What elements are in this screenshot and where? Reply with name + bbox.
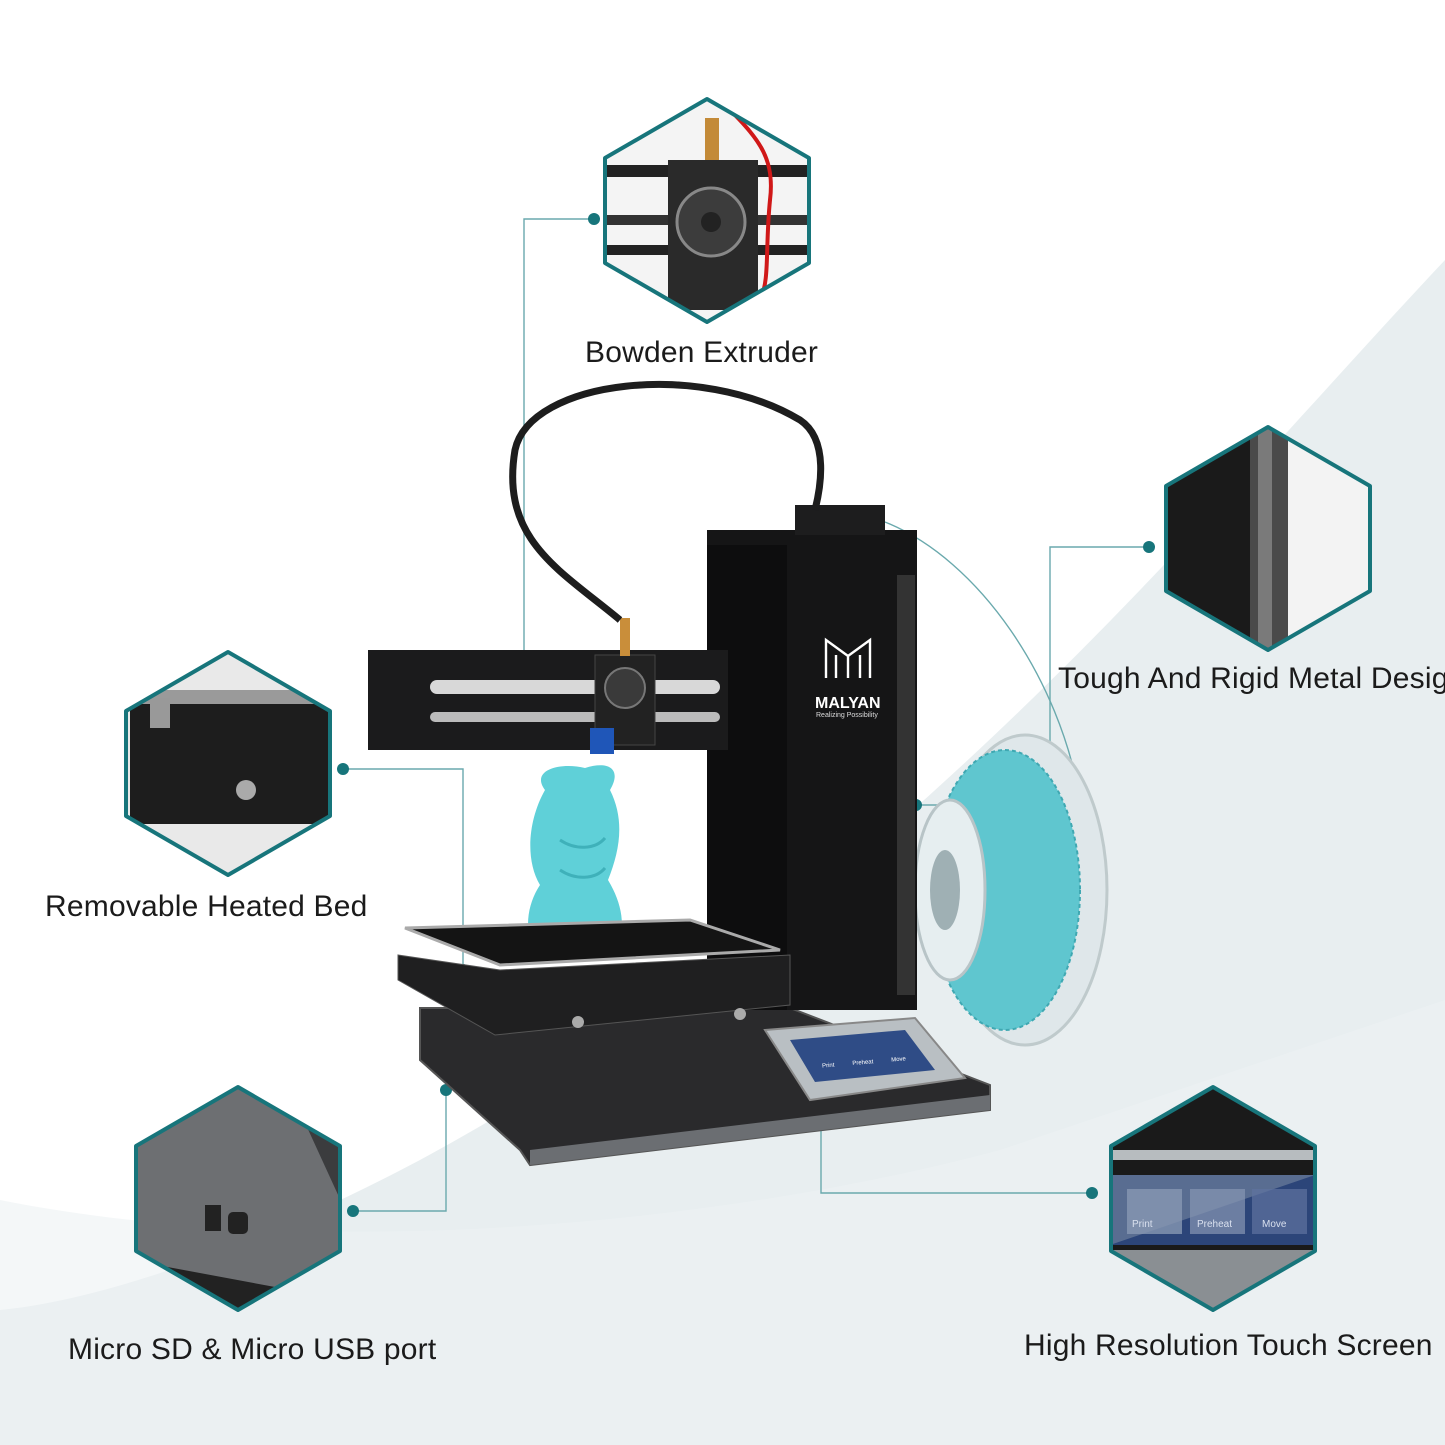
screen-button-print: Print (821, 1062, 835, 1070)
background-shape-light (0, 1000, 1445, 1445)
label-metal-design: Tough And Rigid Metal Design (1058, 662, 1445, 695)
brand-name: MALYAN (815, 695, 881, 712)
label-heated-bed: Removable Heated Bed (45, 890, 368, 923)
hex-bed-detail (124, 650, 332, 877)
label-bowden-extruder: Bowden Extruder (585, 336, 819, 369)
hex-screen-button-preheat: Preheat (1197, 1219, 1233, 1230)
hex-screen-button-print: Print (1132, 1219, 1153, 1230)
screen-button-move: Move (890, 1056, 907, 1064)
bowden-tube (509, 381, 825, 623)
x-axis-gantry (368, 650, 728, 750)
printer (368, 381, 1109, 1167)
heated-bed (404, 918, 781, 967)
label-ports: Micro SD & Micro USB port (68, 1333, 437, 1366)
brand-tagline: Realizing Possibility (816, 712, 878, 719)
hex-extruder-detail (603, 97, 811, 324)
brand-logo-icon (824, 637, 872, 678)
hex-screen-button-move: Move (1262, 1219, 1287, 1230)
hex-screen-detail (1109, 1085, 1317, 1312)
label-touch-screen: High Resolution Touch Screen (1024, 1329, 1433, 1362)
printed-bust (528, 765, 622, 940)
filament-spool (913, 733, 1109, 1047)
